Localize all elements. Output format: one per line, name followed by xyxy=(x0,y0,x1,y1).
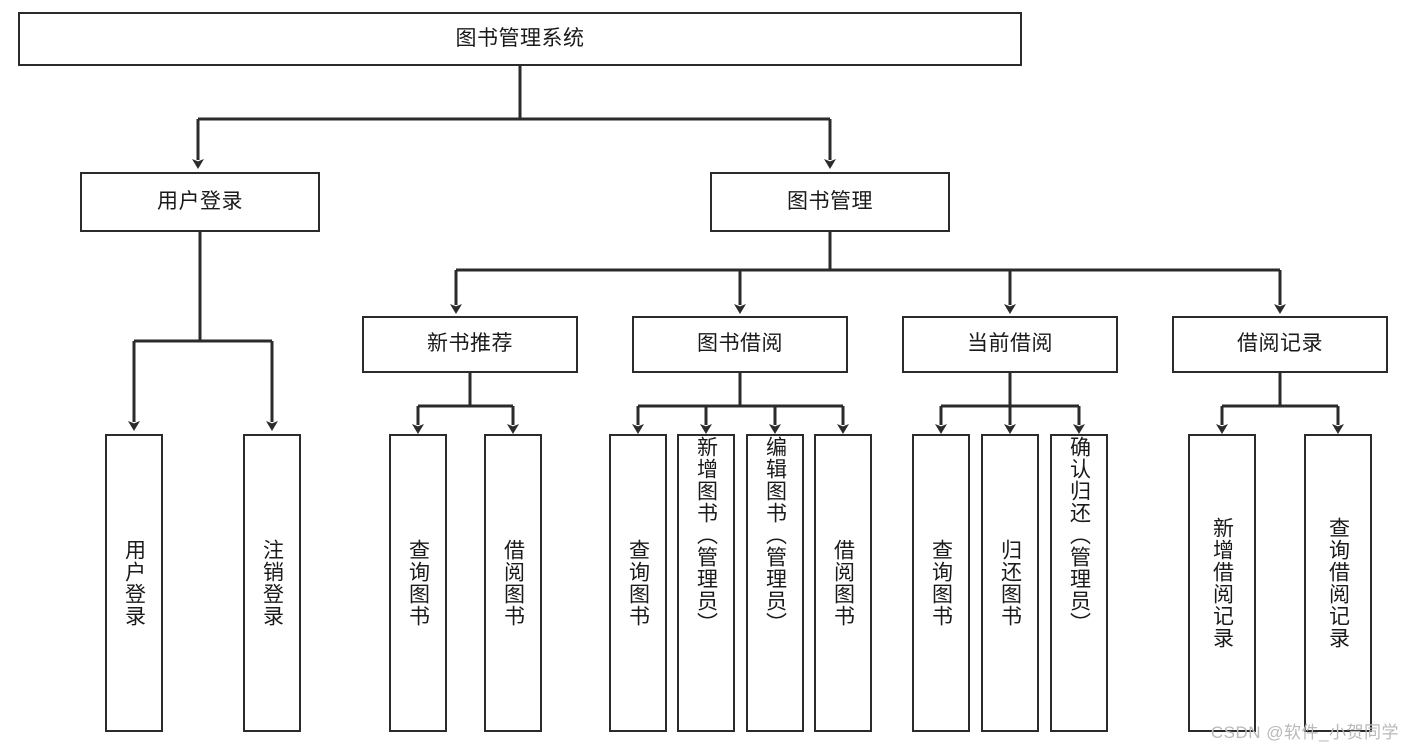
node-user-login-label: 用户登录 xyxy=(157,189,243,213)
node-leaf-query-book-1[interactable]: 查询图书 xyxy=(389,434,447,732)
node-leaf-query-book-3-label: 查询图书 xyxy=(929,539,953,627)
node-leaf-borrow-book-1-label: 借阅图书 xyxy=(501,539,525,627)
node-leaf-return-book[interactable]: 归还图书 xyxy=(981,434,1039,732)
node-current-borrow-label: 当前借阅 xyxy=(967,332,1053,356)
node-new-book-recommend[interactable]: 新书推荐 xyxy=(362,316,578,373)
node-leaf-query-book-1-label: 查询图书 xyxy=(406,539,430,627)
node-leaf-edit-book[interactable]: 编辑图书（管理员） xyxy=(746,434,804,732)
node-leaf-user-login-label: 用户登录 xyxy=(122,539,146,627)
node-leaf-query-record[interactable]: 查询借阅记录 xyxy=(1304,434,1372,732)
node-leaf-edit-book-label: 编辑图书（管理员） xyxy=(763,436,787,634)
node-leaf-user-logout-label: 注销登录 xyxy=(260,539,284,627)
node-borrow-record[interactable]: 借阅记录 xyxy=(1172,316,1388,373)
node-leaf-user-login[interactable]: 用户登录 xyxy=(105,434,163,732)
node-borrow-record-label: 借阅记录 xyxy=(1237,332,1323,356)
node-leaf-confirm-return[interactable]: 确认归还（管理员） xyxy=(1050,434,1108,732)
node-leaf-borrow-book-1[interactable]: 借阅图书 xyxy=(484,434,542,732)
node-leaf-return-book-label: 归还图书 xyxy=(998,539,1022,627)
node-leaf-confirm-return-label: 确认归还（管理员） xyxy=(1067,436,1091,634)
node-leaf-query-book-2[interactable]: 查询图书 xyxy=(609,434,667,732)
node-leaf-borrow-book-2[interactable]: 借阅图书 xyxy=(814,434,872,732)
node-leaf-add-book-label: 新增图书（管理员） xyxy=(694,436,718,634)
node-user-login[interactable]: 用户登录 xyxy=(80,172,320,232)
node-current-borrow[interactable]: 当前借阅 xyxy=(902,316,1118,373)
node-new-book-recommend-label: 新书推荐 xyxy=(427,332,513,356)
node-leaf-query-book-2-label: 查询图书 xyxy=(626,539,650,627)
node-book-management-label: 图书管理 xyxy=(787,189,873,213)
node-book-borrow-label: 图书借阅 xyxy=(697,332,783,356)
csdn-watermark: CSDN @软件_小贺同学 xyxy=(1210,723,1399,742)
node-leaf-query-book-3[interactable]: 查询图书 xyxy=(912,434,970,732)
node-leaf-add-record[interactable]: 新增借阅记录 xyxy=(1188,434,1256,732)
node-root-label: 图书管理系统 xyxy=(455,26,585,50)
node-book-management[interactable]: 图书管理 xyxy=(710,172,950,232)
node-leaf-add-record-label: 新增借阅记录 xyxy=(1210,517,1234,649)
node-root[interactable]: 图书管理系统 xyxy=(18,12,1022,66)
node-leaf-query-record-label: 查询借阅记录 xyxy=(1326,517,1350,649)
node-book-borrow[interactable]: 图书借阅 xyxy=(632,316,848,373)
node-leaf-add-book[interactable]: 新增图书（管理员） xyxy=(677,434,735,732)
node-leaf-user-logout[interactable]: 注销登录 xyxy=(243,434,301,732)
node-leaf-borrow-book-2-label: 借阅图书 xyxy=(831,539,855,627)
